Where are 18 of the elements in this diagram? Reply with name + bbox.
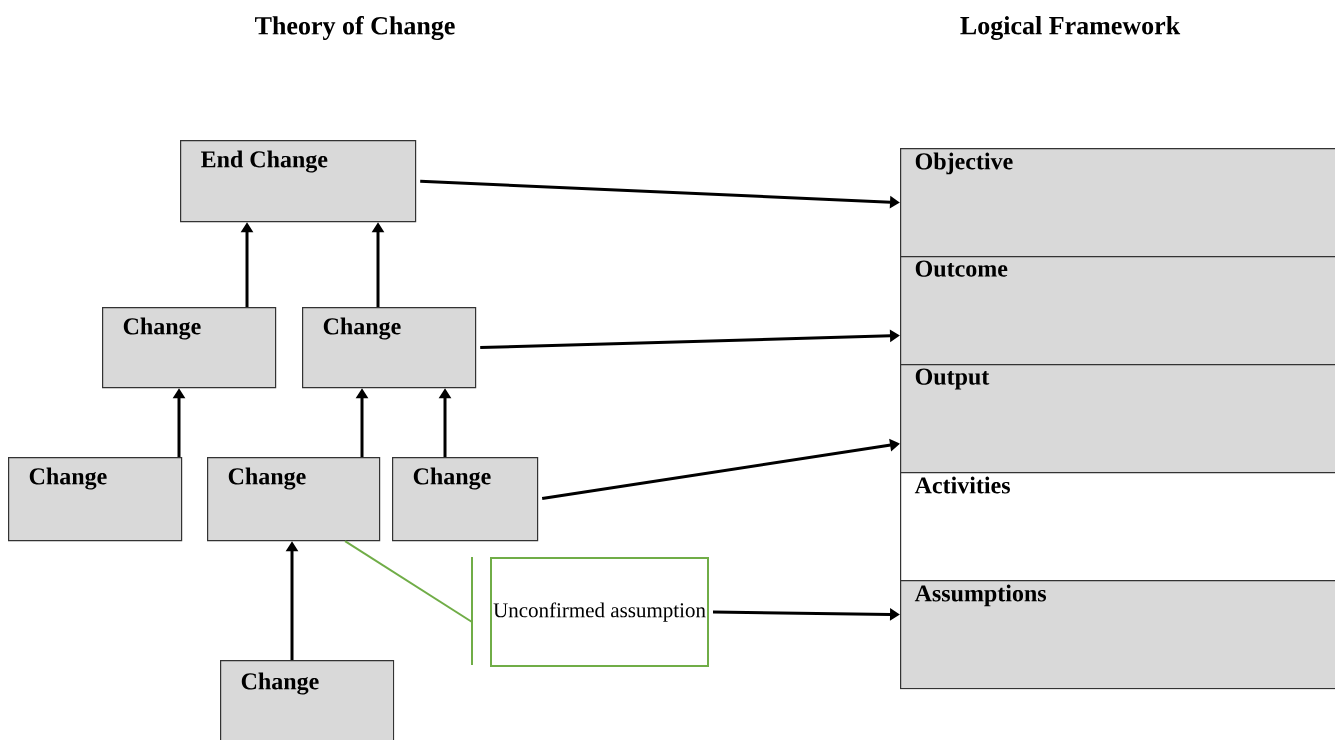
framework-row: Activities bbox=[900, 472, 1335, 582]
change-box: Change bbox=[392, 457, 539, 542]
framework-row: Assumptions bbox=[900, 580, 1335, 690]
change-box: Change bbox=[8, 457, 183, 542]
change-box: Change bbox=[302, 307, 477, 389]
leader-line bbox=[344, 540, 473, 623]
change-box: Change bbox=[207, 457, 381, 542]
heading: Theory of Change bbox=[255, 16, 455, 41]
callout-box: Unconfirmed assumption bbox=[490, 557, 709, 667]
change-box: End Change bbox=[180, 140, 417, 223]
heading: Logical Framework bbox=[960, 16, 1181, 40]
change-box: Change bbox=[220, 660, 395, 740]
framework-row: Output bbox=[900, 364, 1335, 474]
framework-row: Outcome bbox=[900, 256, 1335, 366]
framework-row: Objective bbox=[900, 148, 1335, 258]
node-label: Objective bbox=[915, 152, 1013, 175]
change-box: Change bbox=[102, 307, 277, 389]
node-label: Outcome bbox=[915, 260, 1008, 277]
